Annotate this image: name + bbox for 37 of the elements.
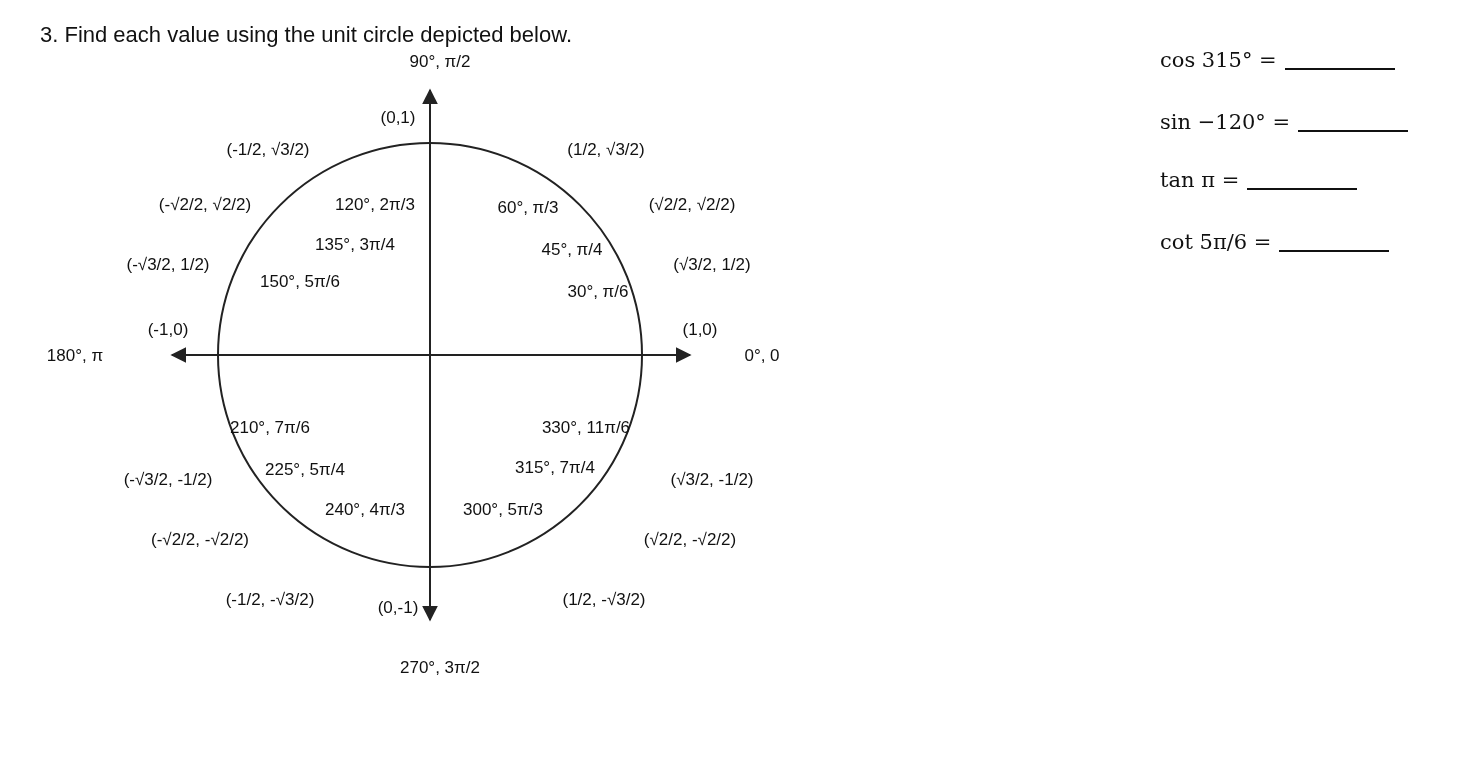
question-text: cot 5π/6 = — [1160, 230, 1272, 254]
coordinate-label: (√2/2, √2/2) — [648, 195, 736, 215]
angle-label: 315°, 7π/4 — [515, 458, 595, 478]
coordinate-label: (0,-1) — [377, 598, 419, 618]
question-text: 3. Find each value using the unit circle depicted below. — [40, 22, 572, 48]
coordinate-label: (-√3/2, -1/2) — [123, 470, 213, 490]
angle-label: 30°, π/6 — [567, 282, 629, 302]
coordinate-label: (√2/2, -√2/2) — [643, 530, 737, 550]
coordinate-label: (1/2, -√3/2) — [562, 590, 646, 610]
question-text: cos 315° = — [1160, 48, 1277, 72]
angle-label: 0°, 0 — [744, 346, 780, 366]
coordinate-label: (0,1) — [380, 108, 416, 128]
coordinate-label: (√3/2, 1/2) — [673, 255, 751, 275]
angle-label: 150°, 5π/6 — [260, 272, 340, 292]
coordinate-label: (-1,0) — [147, 320, 189, 340]
angle-label: 180°, π — [46, 346, 104, 366]
coordinate-label: (-√2/2, √2/2) — [158, 195, 252, 215]
angle-label: 135°, 3π/4 — [315, 235, 395, 255]
question-text: tan π = — [1160, 168, 1240, 192]
angle-label: 45°, π/4 — [541, 240, 603, 260]
angle-label: 120°, 2π/3 — [335, 195, 415, 215]
angle-label: 90°, π/2 — [409, 52, 471, 72]
question-text: sin −120° = — [1160, 110, 1291, 134]
coordinate-label: (√3/2, -1/2) — [670, 470, 754, 490]
angle-label: 210°, 7π/6 — [230, 418, 310, 438]
coordinate-label: (-√2/2, -√2/2) — [151, 530, 249, 550]
coordinate-label: (1/2, √3/2) — [567, 140, 645, 160]
angle-label: 60°, π/3 — [497, 198, 559, 218]
coordinate-label: (-1/2, -√3/2) — [225, 590, 315, 610]
angle-label: 240°, 4π/3 — [325, 500, 405, 520]
angle-label: 300°, 5π/3 — [463, 500, 543, 520]
coordinate-label: (-1/2, √3/2) — [226, 140, 310, 160]
angle-label: 225°, 5π/4 — [265, 460, 345, 480]
coordinate-label: (-√3/2, 1/2) — [126, 255, 210, 275]
coordinate-label: (1,0) — [682, 320, 718, 340]
angle-label: 330°, 11π/6 — [541, 418, 631, 438]
angle-label: 270°, 3π/2 — [400, 658, 480, 678]
